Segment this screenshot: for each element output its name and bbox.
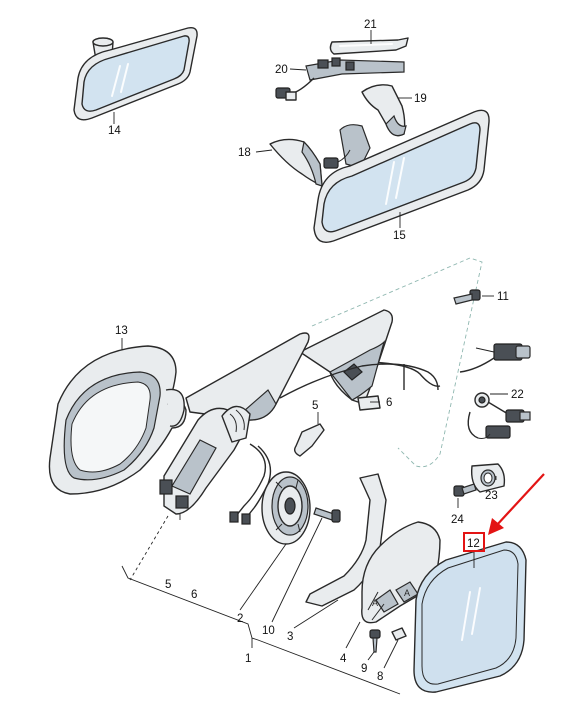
screw-10[interactable]	[313, 507, 341, 523]
callout-11[interactable]: 11	[497, 291, 509, 303]
callout-2[interactable]: 2	[237, 613, 243, 625]
interior-mirror-small[interactable]	[73, 26, 198, 121]
callout-22[interactable]: 22	[511, 389, 524, 401]
svg-text:A: A	[372, 598, 378, 608]
mount-cover-right[interactable]	[361, 84, 407, 137]
callout-8[interactable]: 8	[377, 671, 383, 683]
leader-20	[289, 68, 307, 71]
callout-19[interactable]: 19	[414, 93, 427, 105]
adjustment-motor[interactable]	[261, 471, 311, 545]
callout-14[interactable]: 14	[108, 125, 121, 137]
svg-text:A: A	[404, 588, 410, 598]
mirror-base-shell[interactable]	[185, 332, 310, 421]
callout-4[interactable]: 4	[340, 653, 347, 665]
highlight-arrow	[495, 473, 545, 527]
callout-9[interactable]: 9	[361, 663, 367, 675]
mirror-housing[interactable]	[48, 345, 187, 495]
cover-strip[interactable]	[329, 37, 409, 55]
leader-10	[271, 517, 323, 623]
callout-20[interactable]: 20	[275, 64, 288, 76]
mirror-base-6[interactable]	[299, 309, 394, 411]
callout-5a[interactable]: 5	[312, 400, 318, 412]
clip-5[interactable]	[293, 423, 325, 457]
highlight-box-12	[463, 532, 485, 552]
callout-6b[interactable]: 6	[386, 397, 392, 409]
callout-6a[interactable]: 6	[191, 589, 197, 601]
callout-12[interactable]: 12	[467, 538, 480, 550]
callout-21[interactable]: 21	[364, 19, 377, 31]
callout-3[interactable]: 3	[287, 631, 293, 643]
glass-carrier[interactable]: A A	[361, 521, 441, 624]
dash-mount-to-group	[129, 515, 169, 581]
mirror-glass[interactable]	[413, 541, 527, 693]
interior-mirror-large[interactable]	[313, 109, 490, 243]
callout-1[interactable]: 1	[245, 653, 251, 665]
leader-18	[255, 149, 273, 153]
leader-9	[367, 651, 375, 661]
callout-15[interactable]: 15	[393, 230, 406, 242]
highlight-arrow-head	[488, 518, 504, 535]
mirror-mount-bracket[interactable]	[159, 405, 272, 525]
group-line-1	[121, 565, 401, 695]
leader-4	[345, 621, 361, 649]
gasket-23[interactable]	[470, 463, 506, 493]
bowden-cable[interactable]	[279, 363, 439, 399]
lamp-holder[interactable]	[467, 392, 531, 439]
callout-13[interactable]: 13	[115, 325, 128, 337]
screw-9[interactable]	[369, 629, 381, 653]
callout-5b[interactable]: 5	[165, 579, 171, 591]
door-frame-outline	[311, 257, 483, 468]
callout-10[interactable]: 10	[262, 625, 275, 637]
mount-cover-left[interactable]	[269, 138, 323, 187]
clip-8[interactable]	[391, 627, 407, 641]
sensor-bracket[interactable]	[275, 57, 405, 101]
leader-3	[293, 599, 339, 629]
leader-8	[383, 639, 399, 669]
screw-11[interactable]	[453, 289, 481, 305]
callout-24[interactable]: 24	[451, 514, 464, 526]
callout-18[interactable]: 18	[238, 147, 251, 159]
wiring-harness-connector[interactable]	[369, 343, 531, 387]
leader-2	[239, 543, 287, 611]
screw-24[interactable]	[453, 483, 477, 497]
callout-23[interactable]: 23	[485, 490, 498, 502]
